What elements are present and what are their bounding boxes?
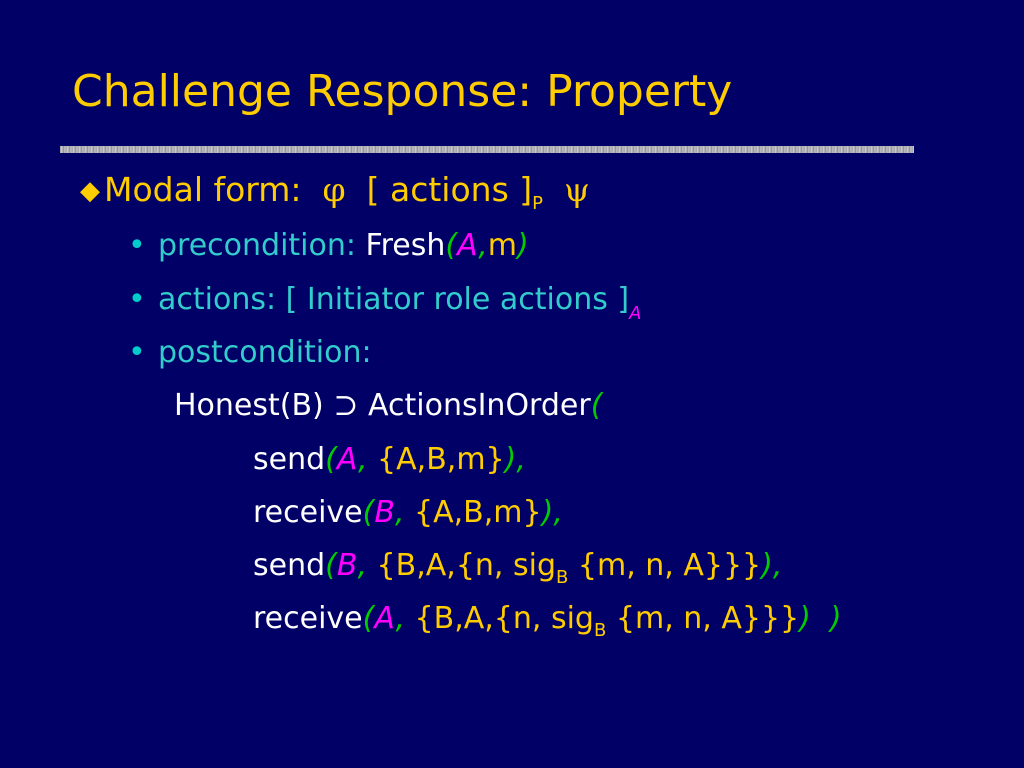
actions-subscript: A [629, 303, 642, 324]
row-open-paren: ( [362, 495, 375, 530]
fresh-arg-nonce: m [487, 228, 517, 263]
row-message-start: {B,A,{n, sig [405, 601, 594, 636]
row-separator: , [357, 548, 368, 583]
modal-form-line: ◆Modal form: φ [ actions ]P ψ [80, 170, 590, 224]
psi-symbol: ψ [563, 170, 590, 209]
row-function: send [253, 442, 326, 477]
actions-line: • actions: [ Initiator role actions ]A [128, 280, 641, 334]
row-agent: B [336, 548, 358, 583]
row-agent: B [374, 495, 395, 530]
slide-title: Challenge Response: Property [72, 66, 733, 117]
row-tail: ) [810, 601, 842, 636]
fresh-function: Fresh [365, 228, 446, 263]
formula-row: receive(B, {A,B,m}), [253, 493, 563, 533]
diamond-bullet-icon: ◆ [80, 176, 100, 206]
actions-in-order: ActionsInOrder [368, 388, 591, 423]
modal-actions-subscript: P [532, 193, 543, 214]
row-function: receive [253, 495, 363, 530]
formula-row: send(A, {A,B,m}), [253, 440, 526, 480]
row-separator: , [394, 495, 405, 530]
row-separator: , [357, 442, 368, 477]
postcondition-line: • postcondition: [128, 333, 372, 373]
honest-predicate: Honest(B) [174, 388, 324, 423]
formula-row: send(B, {B,A,{n, sigB {m, n, A}}}), [253, 546, 782, 598]
precondition-label: precondition: [158, 228, 356, 263]
modal-form-label: Modal form: [104, 170, 302, 209]
precondition-line: • precondition: Fresh(A,m) [128, 226, 529, 266]
fresh-arg-agent: A [457, 228, 479, 263]
bullet-dot-icon: • [128, 282, 146, 317]
row-open-paren: ( [362, 601, 375, 636]
row-message-start: {B,A,{n, sig [367, 548, 556, 583]
row-separator: , [395, 601, 405, 636]
row-close-paren: ) [799, 601, 811, 636]
formula-head: Honest(B) ⊃ ActionsInOrder( [174, 386, 602, 426]
row-message-end: {m, n, A}}} [568, 548, 762, 583]
row-close-paren: ) [504, 442, 517, 477]
actions-label: actions: [ Initiator role actions ] [158, 282, 630, 317]
row-tail: , [516, 442, 526, 477]
phi-symbol: φ [322, 170, 346, 209]
row-open-paren: ( [325, 548, 337, 583]
row-message: {A,B,m} [367, 442, 505, 477]
row-message: {A,B,m} [404, 495, 542, 530]
row-agent: A [374, 601, 396, 636]
row-function: send [253, 548, 326, 583]
fresh-comma: , [478, 228, 488, 263]
implies-symbol: ⊃ [333, 388, 359, 423]
title-divider [60, 146, 914, 153]
postcondition-label: postcondition: [158, 335, 372, 370]
formula-row: receive(A, {B,A,{n, sigB {m, n, A}}}) ) [253, 599, 842, 651]
row-sig-subscript: B [593, 620, 607, 641]
row-open-paren: ( [325, 442, 337, 477]
row-function: receive [253, 601, 363, 636]
row-sig-subscript: B [556, 567, 569, 588]
row-close-paren: ) [761, 548, 773, 583]
fresh-close-paren: ) [517, 228, 529, 263]
order-open-paren: ( [590, 388, 603, 423]
row-close-paren: ) [541, 495, 554, 530]
fresh-open-paren: ( [445, 228, 458, 263]
row-tail: , [553, 495, 563, 530]
bullet-dot-icon: • [128, 335, 146, 370]
row-message-end: {m, n, A}}} [606, 601, 800, 636]
row-tail: , [772, 548, 783, 583]
bullet-dot-icon: • [128, 228, 146, 263]
modal-actions: [ actions ] [366, 170, 533, 209]
row-agent: A [336, 442, 358, 477]
